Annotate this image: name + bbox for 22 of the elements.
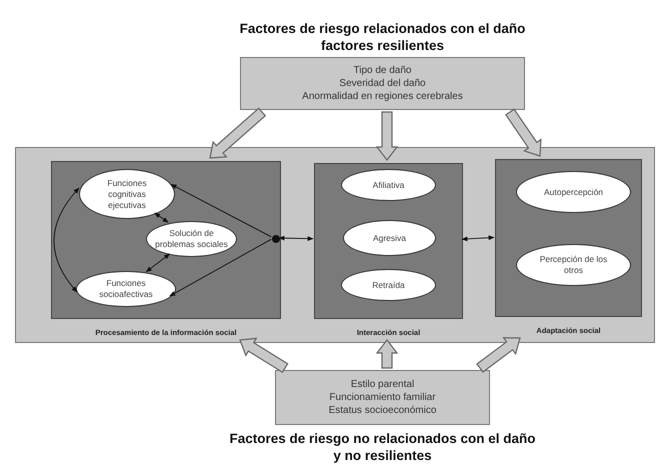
box-text: Anormalidad en regiones cerebrales [302,90,463,103]
block-arrow [376,111,398,161]
box-text: Funcionamiento familiar [329,391,436,404]
box-text: Tipo de daño [353,64,412,77]
block-arrow [476,337,521,373]
arrow [278,236,314,241]
arrow [154,212,169,223]
outer-box [15,147,655,343]
arrow [54,188,80,292]
block-arrow [376,339,398,369]
block-arrow [239,338,288,374]
box-text: Severidad del daño [339,77,426,90]
arrow [170,184,272,238]
arrow [461,235,495,242]
box-text: Estilo parental [350,378,414,391]
box-heading: Factores de riesgo no relacionados con el daño y no resilientes [228,430,537,464]
block-arrow [209,107,266,159]
arrow [146,254,170,272]
block-arrow [505,108,542,157]
box-heading: Factores de riesgo relacionados con el daño factores resilientes [238,20,526,54]
arrow [169,238,272,296]
box-text: Estatus socioeconómico [328,404,436,417]
